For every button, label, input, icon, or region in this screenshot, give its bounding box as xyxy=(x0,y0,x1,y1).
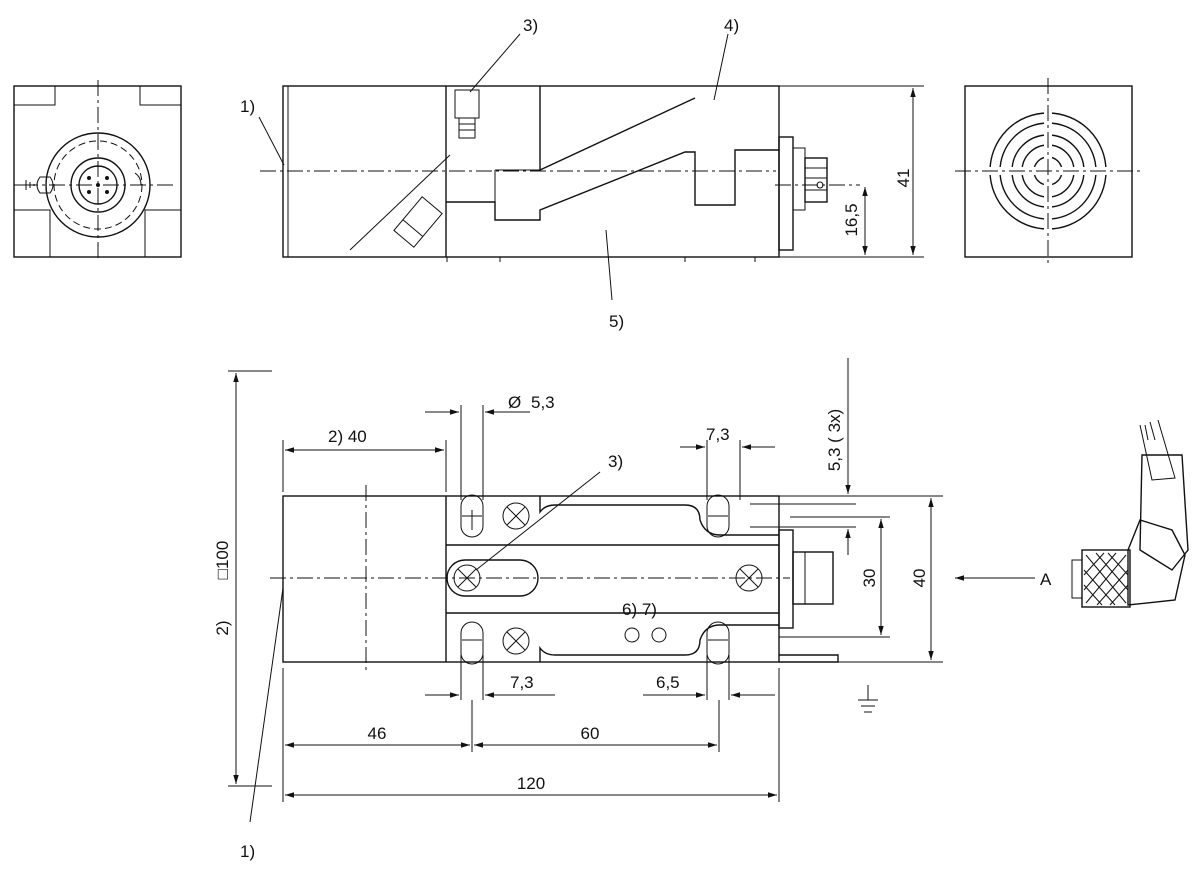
dim-46: 46 xyxy=(368,724,387,743)
dim-100: □100 xyxy=(213,541,232,580)
callout-5: 5) xyxy=(609,312,624,331)
callout-4: 4) xyxy=(724,16,739,35)
connector-icon xyxy=(778,136,828,251)
side-view xyxy=(260,85,860,262)
callout-1-top: 1) xyxy=(240,97,255,116)
dim-120: 120 xyxy=(517,774,545,793)
ground-icon xyxy=(858,685,878,713)
front-view xyxy=(13,80,182,262)
dim-5-3-3x: 5,3 ( 3x) xyxy=(825,409,844,471)
ground-icon xyxy=(14,180,35,190)
dim-16-5: 16,5 xyxy=(842,203,861,236)
dim-7-3-top: 7,3 xyxy=(706,425,730,444)
sensor-face-view xyxy=(955,78,1142,265)
callout-3-bottom: 3) xyxy=(608,452,623,471)
dim-40-right: 40 xyxy=(910,569,929,588)
dim-5-3: 5,3 xyxy=(531,393,555,412)
callout-1-bottom: 1) xyxy=(240,842,255,861)
plan-view xyxy=(270,485,839,672)
dim-30: 30 xyxy=(860,569,879,588)
dim-2-40: 2) 40 xyxy=(328,427,367,446)
callout-2-side: 2) xyxy=(213,620,232,635)
callout-6-7: 6) 7) xyxy=(622,600,657,619)
dim-60: 60 xyxy=(581,724,600,743)
dim-7-3-bottom: 7,3 xyxy=(510,673,534,692)
dim-41: 41 xyxy=(894,169,913,188)
callout-3-top: 3) xyxy=(523,16,538,35)
cable-plug-icon xyxy=(1071,419,1189,608)
view-marker-a: A xyxy=(1040,570,1052,589)
dim-6-5: 6,5 xyxy=(656,673,680,692)
dim-phi-symbol: Ø xyxy=(508,393,521,412)
